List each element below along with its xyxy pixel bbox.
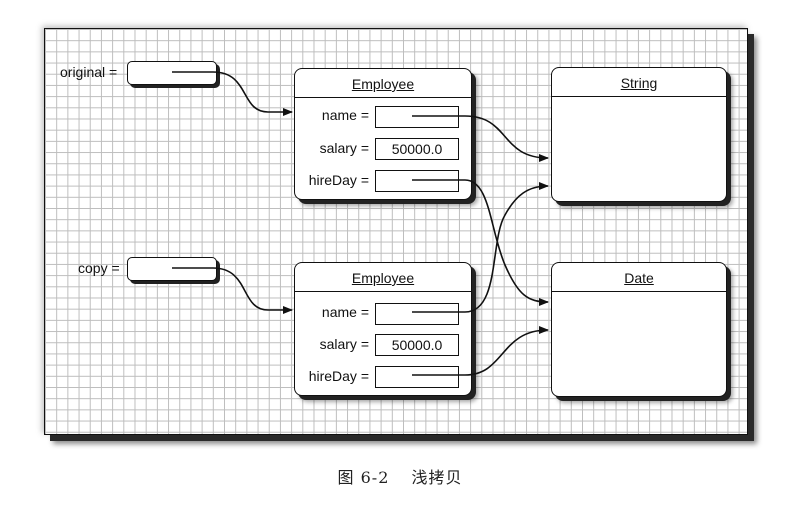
- name-field-box: [375, 303, 459, 325]
- salary-field-value: 50000.0: [375, 334, 459, 356]
- hireday-field-box: [375, 170, 459, 192]
- date-object: Date: [551, 262, 727, 397]
- salary-field-value: 50000.0: [375, 138, 459, 160]
- name-field-label: name =: [321, 304, 369, 320]
- figure-caption: 图 6-2 浅拷贝: [0, 464, 800, 488]
- employee-object-copy: Employee name = salary = 50000.0 hireDay…: [294, 262, 472, 396]
- figure-title: 浅拷贝: [411, 468, 463, 487]
- copy-reference-box: [127, 257, 217, 281]
- copy-variable-label: copy =: [78, 260, 120, 276]
- original-variable-label: original =: [60, 64, 118, 80]
- original-reference-box: [127, 61, 217, 85]
- name-field-label: name =: [321, 107, 369, 123]
- employee-object-original: Employee name = salary = 50000.0 hireDay…: [294, 68, 472, 200]
- salary-field-label: salary =: [319, 140, 369, 156]
- string-class-title: String: [552, 68, 726, 97]
- employee-class-title: Employee: [295, 263, 471, 292]
- hireday-field-label: hireDay =: [308, 368, 369, 384]
- hireday-field-label: hireDay =: [308, 172, 369, 188]
- figure-number: 图 6-2: [337, 468, 390, 487]
- employee-class-title: Employee: [295, 69, 471, 98]
- hireday-field-box: [375, 366, 459, 388]
- name-field-box: [375, 106, 459, 128]
- date-class-title: Date: [552, 263, 726, 292]
- string-object: String: [551, 67, 727, 202]
- salary-field-label: salary =: [319, 336, 369, 352]
